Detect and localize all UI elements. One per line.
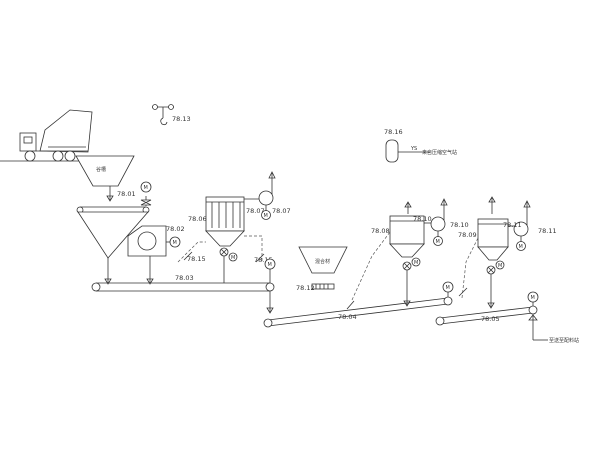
motor-symbol: M bbox=[519, 244, 523, 250]
hopper-mix-label: 混合材 bbox=[315, 258, 330, 265]
motor-icon: M bbox=[264, 258, 276, 270]
air-supply-label: 来自压缩空气站 bbox=[422, 149, 457, 156]
motor-icon: M bbox=[442, 281, 454, 293]
belt-conveyor-78-03 bbox=[91, 267, 275, 314]
tag-78-12: 78.12 bbox=[296, 284, 315, 292]
fan-icon: M bbox=[508, 200, 531, 251]
tag-78-15-right: 78.15 bbox=[254, 256, 273, 264]
fan-icon: M bbox=[424, 198, 448, 246]
tag-78-07-right: 78.07 bbox=[272, 207, 291, 215]
bag-filter-78-09: M bbox=[477, 196, 509, 309]
motor-icon: M bbox=[166, 236, 181, 248]
motor-symbol: M bbox=[446, 285, 450, 291]
tag-78-06: 78.06 bbox=[188, 215, 207, 223]
dust-duct-78-09 bbox=[461, 237, 479, 299]
motor-symbol: M bbox=[531, 295, 535, 301]
bag-filter-78-06: M bbox=[205, 196, 245, 283]
belt-conveyor-78-05 bbox=[435, 302, 548, 341]
tag-78-05: 78.05 bbox=[481, 315, 500, 323]
tag-78-10-right: 78.10 bbox=[450, 221, 469, 229]
motor-symbol: M bbox=[436, 239, 440, 245]
tag-78-01: 78.01 bbox=[117, 190, 136, 198]
tag-78-10-left: 78.10 bbox=[413, 215, 432, 223]
motor-icon: M bbox=[140, 181, 152, 193]
motor-symbol: M bbox=[144, 185, 148, 191]
receiving-hopper: 谷槽 bbox=[75, 155, 135, 202]
dust-duct-78-08 bbox=[351, 231, 391, 301]
motor-symbol: M bbox=[268, 262, 272, 268]
fan-icon: M bbox=[244, 171, 276, 220]
motor-symbol: M bbox=[231, 255, 235, 261]
tag-78-13: 78.13 bbox=[172, 115, 191, 123]
crane-hook-icon bbox=[152, 104, 174, 126]
dust-ducts-78-06 bbox=[177, 235, 265, 263]
motor-symbol: M bbox=[264, 213, 268, 219]
tag-78-02: 78.02 bbox=[166, 225, 185, 233]
rotary-valve-icon bbox=[140, 199, 152, 206]
motor-symbol: M bbox=[173, 240, 177, 246]
bag-filter-78-08: M bbox=[389, 201, 425, 307]
main-silo bbox=[77, 211, 149, 285]
tag-78-03: 78.03 bbox=[175, 274, 194, 282]
dump-truck-icon bbox=[0, 109, 93, 162]
tag-78-07-left: 78.07 bbox=[246, 207, 265, 215]
motor-symbol: M bbox=[498, 263, 502, 269]
tag-78-15-left: 78.15 bbox=[187, 255, 206, 263]
tag-78-09: 78.09 bbox=[458, 231, 477, 239]
motor-symbol: M bbox=[414, 260, 418, 266]
belt-conveyor-78-04 bbox=[263, 292, 453, 328]
tag-78-04: 78.04 bbox=[338, 313, 357, 321]
feeder-conveyor bbox=[76, 196, 150, 214]
tag-78-08: 78.08 bbox=[371, 227, 390, 235]
crusher-unit bbox=[127, 225, 167, 285]
tag-78-11-left: 78.11 bbox=[503, 221, 522, 229]
mix-hopper: 混合材 bbox=[298, 246, 348, 290]
air-receiver-78-16 bbox=[385, 139, 430, 163]
tag-78-11-right: 78.11 bbox=[538, 227, 557, 235]
motor-icon: M bbox=[527, 291, 539, 303]
ys-label: YS bbox=[410, 146, 417, 152]
tag-78-16: 78.16 bbox=[384, 128, 403, 136]
hopper-main-label: 谷槽 bbox=[96, 166, 106, 173]
to-storage-label: 至送至配料站 bbox=[549, 337, 579, 344]
